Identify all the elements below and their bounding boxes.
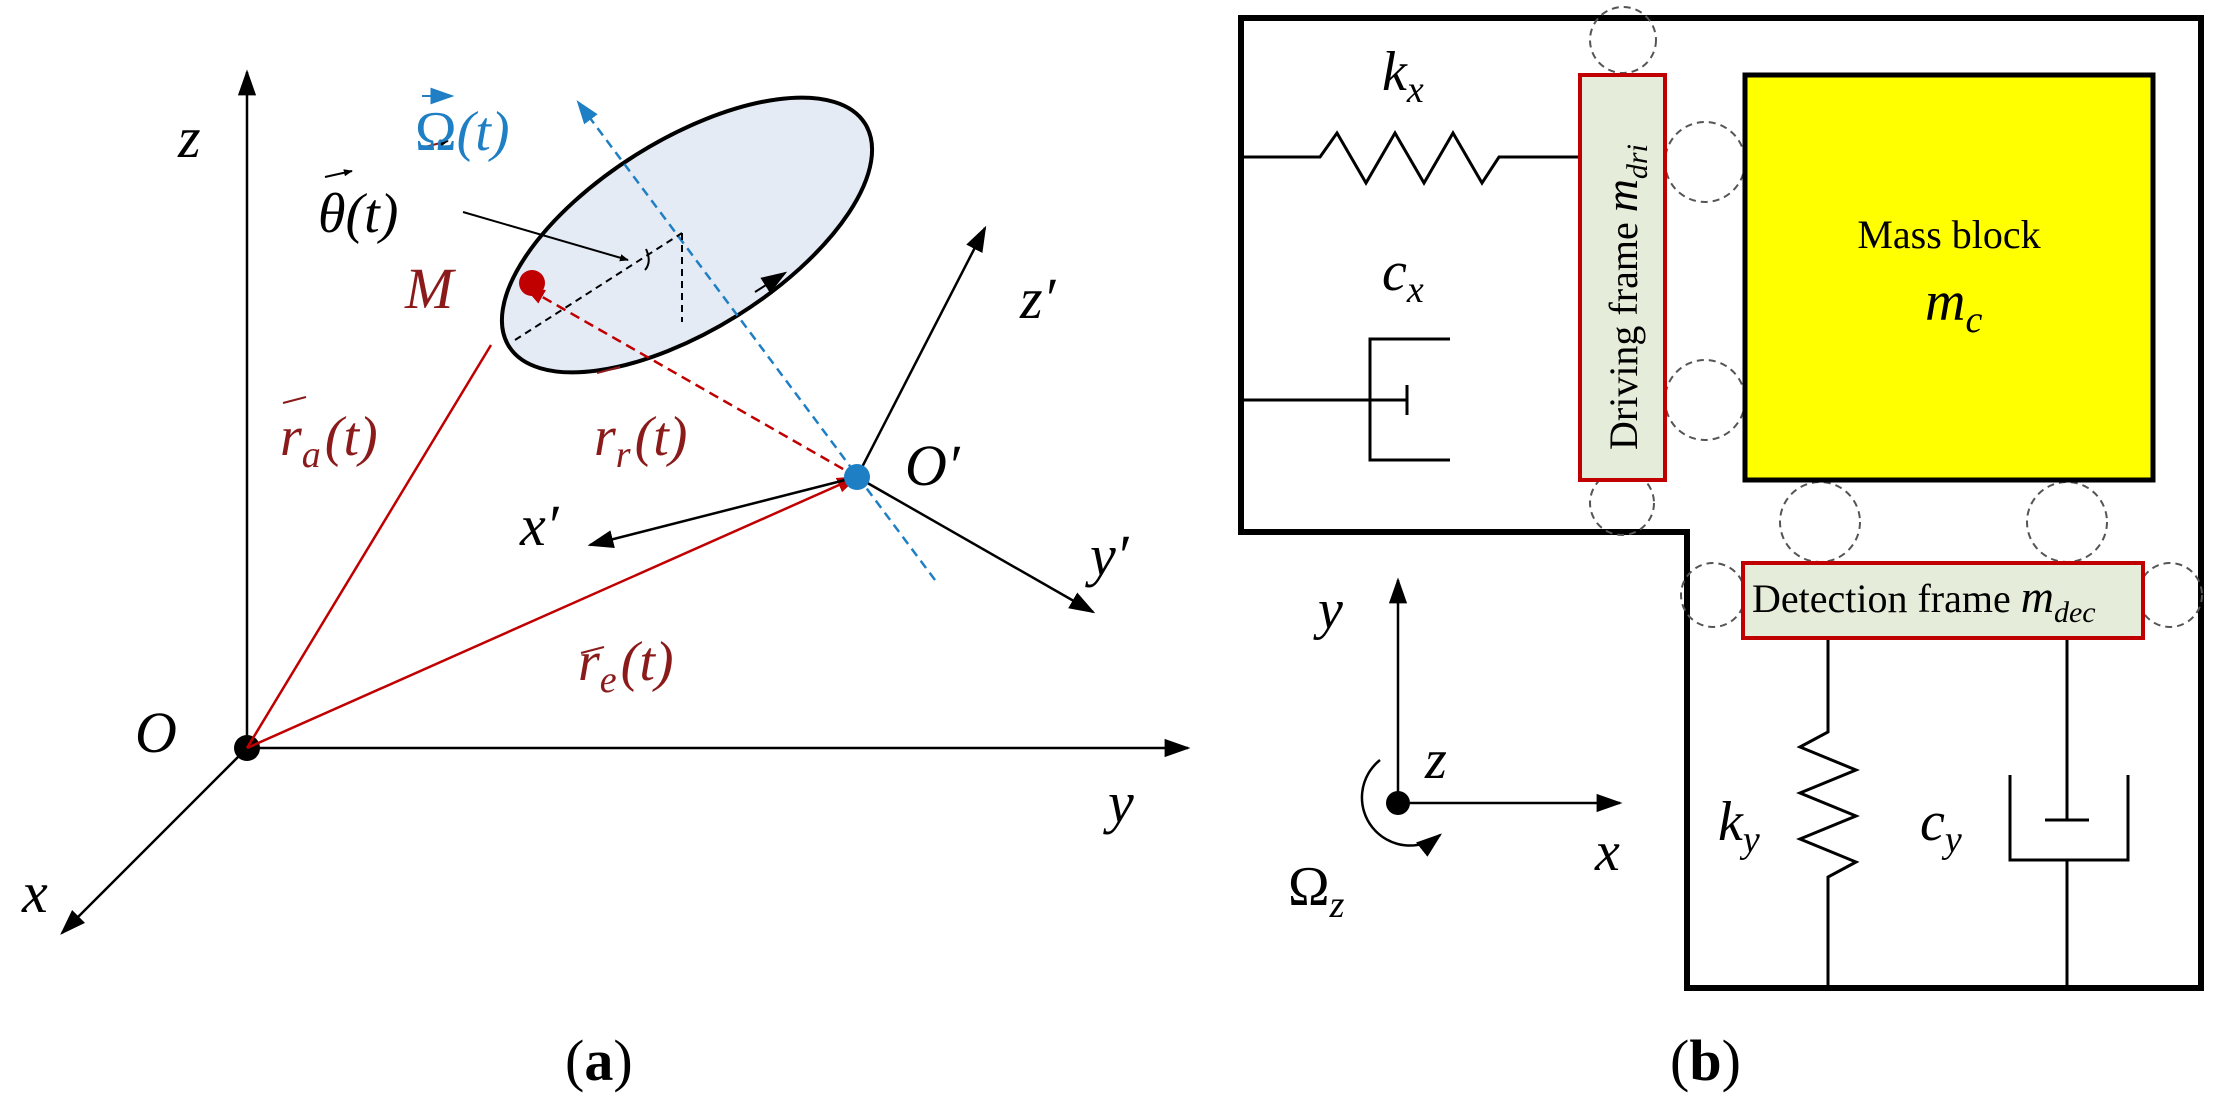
x-prime-axis <box>587 475 858 549</box>
spring-kx-label: kx <box>1382 41 1424 111</box>
rotating-disk <box>499 95 875 375</box>
b-y-label: y <box>1313 579 1343 641</box>
r-e-arg: (t) <box>621 631 674 693</box>
damper-cx-sub: x <box>1406 269 1424 311</box>
caption-a: (a) <box>565 1028 633 1093</box>
r-r-base: r <box>594 406 616 468</box>
origin-prime-label: O′ <box>905 433 961 498</box>
theta-label-arg: (t) <box>346 183 399 245</box>
r-a-sub: a <box>302 434 321 476</box>
mass-block <box>1742 72 2156 483</box>
r-e-base: r <box>578 631 600 693</box>
x-prime-label: x′ <box>519 493 560 558</box>
spring-ky <box>1796 640 1860 988</box>
driving-frame-sub: dri <box>1621 144 1654 179</box>
theta-label: θ(t) <box>318 183 398 245</box>
y-prime-label: y′ <box>1085 523 1130 588</box>
spring-kx-base: k <box>1382 41 1408 103</box>
caption-a-close: ) <box>613 1028 632 1093</box>
b-z-label: z <box>1424 729 1447 791</box>
mass-block-mass: m <box>1925 271 1965 333</box>
detection-frame-sub: dec <box>2054 596 2096 629</box>
omega-z-sub: z <box>1329 884 1345 926</box>
damper-cy-sub: y <box>1941 819 1962 861</box>
spring-kx-sub: x <box>1406 69 1424 111</box>
omega-label-arg: (t) <box>457 101 510 163</box>
r-r-sub: r <box>616 434 631 476</box>
caption-a-open: ( <box>565 1028 584 1093</box>
driving-frame-mass: m <box>1596 179 1647 212</box>
theta-label-base: θ <box>318 183 346 245</box>
r-e-label: re(t) <box>578 631 674 701</box>
theta-pointer <box>462 211 629 262</box>
r-a-label: ra(t) <box>280 406 378 476</box>
point-m-label: M <box>404 256 456 321</box>
omega-label-base: Ω <box>415 101 457 163</box>
z-prime-label: z′ <box>1019 266 1057 331</box>
spring-kx <box>1243 130 1580 186</box>
b-x-label: x <box>1594 821 1620 883</box>
driving-frame-text: Driving frame <box>1601 212 1646 450</box>
caption-b-close: ) <box>1722 1028 1741 1093</box>
disk-radius-line <box>514 232 683 341</box>
detection-frame-text: Detection frame <box>1752 576 2021 621</box>
caption-b: (b) <box>1670 1028 1741 1093</box>
damper-cy <box>2008 640 2130 988</box>
mass-block-label: Mass block <box>1857 212 2040 257</box>
detection-frame-mass: m <box>2021 571 2054 622</box>
caption-b-letter: b <box>1689 1028 1721 1093</box>
origin-label: O <box>135 700 177 765</box>
omega-z-rotation-arrow <box>1360 759 1443 857</box>
vector-r-a <box>245 344 493 749</box>
detection-frame-label: Detection frame mdec <box>1752 571 2096 629</box>
driving-frame-label: Driving frame mdri <box>1596 144 1654 450</box>
damper-cx-label: cx <box>1382 241 1424 311</box>
r-r-label: rr(t) <box>594 406 687 476</box>
r-a-base: r <box>280 406 302 468</box>
y-axis-label: y <box>1103 770 1134 835</box>
caption-b-open: ( <box>1670 1028 1689 1093</box>
origin-prime-point <box>844 464 870 490</box>
y-prime-axis <box>856 475 1096 614</box>
r-a-arg: (t) <box>325 406 378 468</box>
spring-ky-base: k <box>1718 791 1744 853</box>
r-r-arg: (t) <box>635 406 688 468</box>
theta-accent <box>324 169 353 178</box>
vector-r-e <box>246 475 860 750</box>
theta-arc <box>644 248 650 271</box>
omega-z-label: Ωz <box>1288 856 1345 926</box>
vector-accents <box>282 139 621 654</box>
spring-ky-label: ky <box>1718 791 1760 861</box>
omega-z-base: Ω <box>1288 856 1330 918</box>
housing-frame <box>1238 15 2204 991</box>
damper-cy-base: c <box>1920 791 1945 853</box>
disk-rotation-arrow <box>754 271 788 294</box>
r-e-sub: e <box>600 659 617 701</box>
z-prime-axis <box>855 225 987 478</box>
damper-cy-label: cy <box>1920 791 1962 861</box>
x-axis-label: x <box>21 860 48 925</box>
mass-block-symbol: mc <box>1925 271 1982 341</box>
z-axis-label: z <box>177 105 201 170</box>
x-axis <box>60 747 248 935</box>
caption-a-letter: a <box>584 1028 613 1093</box>
b-origin-point <box>1386 791 1410 815</box>
omega-axis <box>576 100 937 581</box>
omega-label: Ω(t) <box>415 101 509 163</box>
damper-cx <box>1243 337 1450 462</box>
detection-frame <box>1741 561 2145 640</box>
panel-b: Driving frame mdri Mass block mc Detecti… <box>1238 6 2204 1093</box>
spring-ky-sub: y <box>1739 819 1760 861</box>
mass-block-sub: c <box>1965 299 1982 341</box>
panel-a: z y x O M O′ x′ y′ z′ Ω(t) θ(t) ra(t) rr… <box>21 69 1191 1093</box>
damper-cx-base: c <box>1382 241 1407 303</box>
driving-frame <box>1578 73 1667 482</box>
